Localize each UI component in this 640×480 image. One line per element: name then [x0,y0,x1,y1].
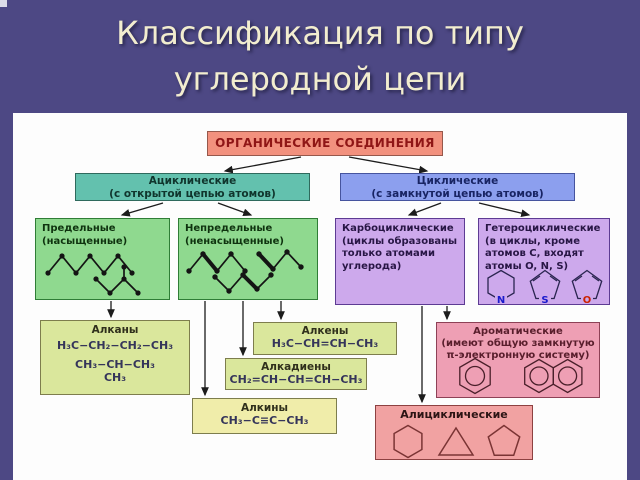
heterocyclic-title: Гетероциклические [485,223,601,234]
unsaturated-chain-drawing [186,249,304,294]
cyclic-subtitle: (с замкнутой цепью атомов) [371,188,544,200]
saturated-box: Предельные (насыщенные) [35,218,170,300]
triangle-shape [437,426,475,456]
organic-compounds-box: ОРГАНИЧЕСКИЕ СОЕДИНЕНИЯ [207,131,443,156]
naphthalene-rings [524,358,583,394]
flowchart-panel: ОРГАНИЧЕСКИЕ СОЕДИНЕНИЯ Ациклические (с … [13,113,627,480]
alicyclic-shapes-drawing [393,424,521,459]
hetero-rings-drawing: N S O [487,269,603,305]
saturated-title: Предельные [42,223,116,234]
alkadienes-box: Алкадиены CH₂=CH−CH=CH−CH₃ [225,358,367,390]
unsaturated-subtitle: (ненасыщенные) [185,235,284,247]
saturated-subtitle: (насыщенные) [42,235,128,247]
alicyclic-title: Алициклические [400,408,508,421]
corner-mark [0,0,7,7]
alkadienes-formula: CH₂=CH−CH=CH−CH₃ [229,373,363,386]
cyclic-box: Циклические (с замкнутой цепью атомов) [340,173,575,201]
nitrogen-atom-label: N [497,295,505,305]
acyclic-subtitle: (с открытой цепью атомов) [109,188,276,200]
organic-compounds-label: ОРГАНИЧЕСКИЕ СОЕДИНЕНИЯ [215,136,435,150]
alkanes-formula-2: CH₃−CH−CH₃ [75,358,155,371]
alkenes-formula: H₃C−CH=CH−CH₃ [271,337,379,350]
aromatic-rings-drawing [459,357,583,395]
heterocyclic-line2: атомов C, входят [485,248,584,259]
alkynes-title: Алкины [240,402,289,414]
alkenes-title: Алкены [301,325,349,337]
alkynes-box: Алкины CH₃−C≡C−CH₃ [192,398,337,434]
heterocyclic-box: Гетероциклические (в циклы, кроме атомов… [478,218,610,305]
carbocyclic-line1: (циклы образованы [342,235,458,247]
hexagon-shape [393,424,423,459]
alicyclic-box: Алициклические [375,405,533,460]
aromatic-line1: (имеют общую замкнутую [441,338,595,349]
alkanes-box: Алканы H₃C−CH₂−CH₂−CH₃ CH₃−CH−CH₃ CH₃ [40,320,190,395]
unsaturated-title: Непредельные [185,223,273,234]
sulfur-atom-label: S [541,295,548,305]
aromatic-title: Ароматические [473,326,563,337]
alkadienes-title: Алкадиены [261,361,331,373]
carbocyclic-line2: только атомами [342,248,435,259]
carbocyclic-line3: углерода) [342,260,402,272]
oxygen-atom-label: O [583,295,592,305]
benzene-ring [459,357,491,395]
alkanes-title: Алканы [91,324,139,336]
alkynes-formula: CH₃−C≡C−CH₃ [220,414,309,427]
acyclic-box: Ациклические (с открытой цепью атомов) [75,173,310,201]
carbocyclic-title: Карбоциклические [342,223,454,234]
slide-title-line1: Классификация по типу [116,14,524,52]
alkenes-box: Алкены H₃C−CH=CH−CH₃ [253,322,397,355]
acyclic-title: Ациклические [148,175,237,187]
heterocyclic-line1: (в циклы, кроме [485,235,581,247]
cyclic-title: Циклические [416,175,499,187]
aromatic-box: Ароматические (имеют общую замкнутую π-э… [436,322,600,398]
alkanes-formula-1: H₃C−CH₂−CH₂−CH₃ [56,339,174,352]
slide-title-line2: углеродной цепи [173,60,467,98]
pentagon-shape [487,424,521,457]
unsaturated-box: Непредельные (ненасыщенные) [178,218,318,300]
carbocyclic-box: Карбоциклические (циклы образованы тольк… [335,218,465,305]
slide-title: Классификация по типу углеродной цепи [0,10,640,102]
heterocyclic-line3: атомы O, N, S) [485,260,569,272]
aromatic-line2: π-электронную систему) [446,350,590,361]
saturated-chain-drawing [45,253,141,296]
alkanes-formula-3: CH₃ [103,371,127,384]
